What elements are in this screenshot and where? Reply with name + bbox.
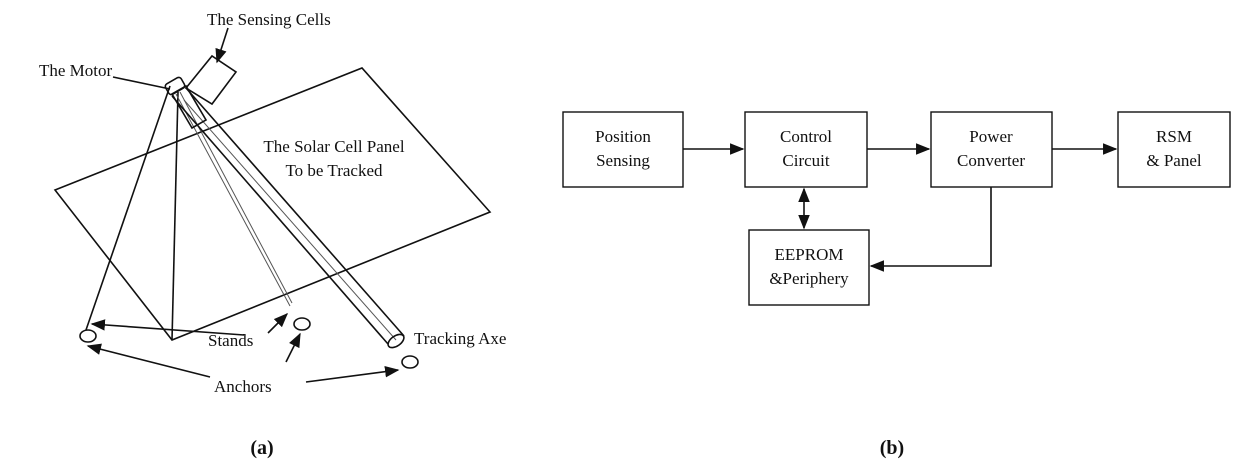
panel-label-line2: To be Tracked — [285, 161, 383, 180]
motor-icon — [164, 76, 208, 130]
tracking-axe-edge-2 — [171, 95, 389, 345]
block-diagram: Position Sensing Control Circuit Power C… — [562, 111, 1231, 459]
caption-a: (a) — [250, 437, 273, 459]
rsm-panel-block — [1117, 111, 1231, 188]
power-converter-label-2: Converter — [957, 151, 1025, 170]
caption-b: (b) — [880, 437, 904, 459]
stands-arrow-left — [90, 319, 245, 336]
position-sensing-block — [562, 111, 684, 188]
solar-panel-shape — [53, 67, 492, 341]
tracking-axe-end — [387, 333, 405, 349]
tracker-diagram: The Sensing Cells The Motor The Solar Ce… — [39, 10, 506, 459]
control-circuit-block — [744, 111, 868, 188]
panel-label-line1: The Solar Cell Panel — [263, 137, 404, 156]
eeprom-label-1: EEPROM — [775, 245, 844, 264]
anchor-middle — [293, 317, 311, 331]
motor-leader-line — [112, 76, 171, 90]
rsm-panel-label-1: RSM — [1156, 127, 1192, 146]
left-stand-line — [85, 85, 171, 331]
anchors-arrow-middle — [285, 332, 301, 363]
inner-stand-line — [171, 91, 179, 341]
rsm-panel-label-2: & Panel — [1146, 151, 1202, 170]
tracking-axe-center — [183, 99, 397, 341]
position-sensing-label-2: Sensing — [596, 151, 650, 170]
eeprom-block — [748, 229, 870, 306]
control-circuit-label-2: Circuit — [782, 151, 829, 170]
anchors-arrow-right — [305, 365, 400, 383]
stands-arrow-right — [267, 312, 289, 334]
motor-label: The Motor — [39, 61, 113, 80]
arrow-power-to-eeprom — [869, 187, 992, 272]
middle-stand-line-2 — [175, 93, 291, 307]
tracking-axe-label: Tracking Axe — [414, 329, 506, 348]
eeprom-label-2: &Periphery — [769, 269, 849, 288]
anchor-left — [79, 329, 97, 343]
sensing-cells-icon — [184, 54, 238, 106]
anchor-right — [401, 355, 419, 369]
position-sensing-label-1: Position — [595, 127, 651, 146]
sensing-cells-arrow — [215, 27, 229, 64]
tracking-axe-edge-1 — [185, 87, 405, 337]
anchors-arrow-left — [86, 343, 211, 378]
stands-label: Stands — [208, 331, 253, 350]
power-converter-block — [930, 111, 1053, 188]
anchors-label: Anchors — [214, 377, 272, 396]
control-circuit-label-1: Control — [780, 127, 832, 146]
sensing-cells-label: The Sensing Cells — [207, 10, 331, 29]
power-converter-label-1: Power — [969, 127, 1013, 146]
